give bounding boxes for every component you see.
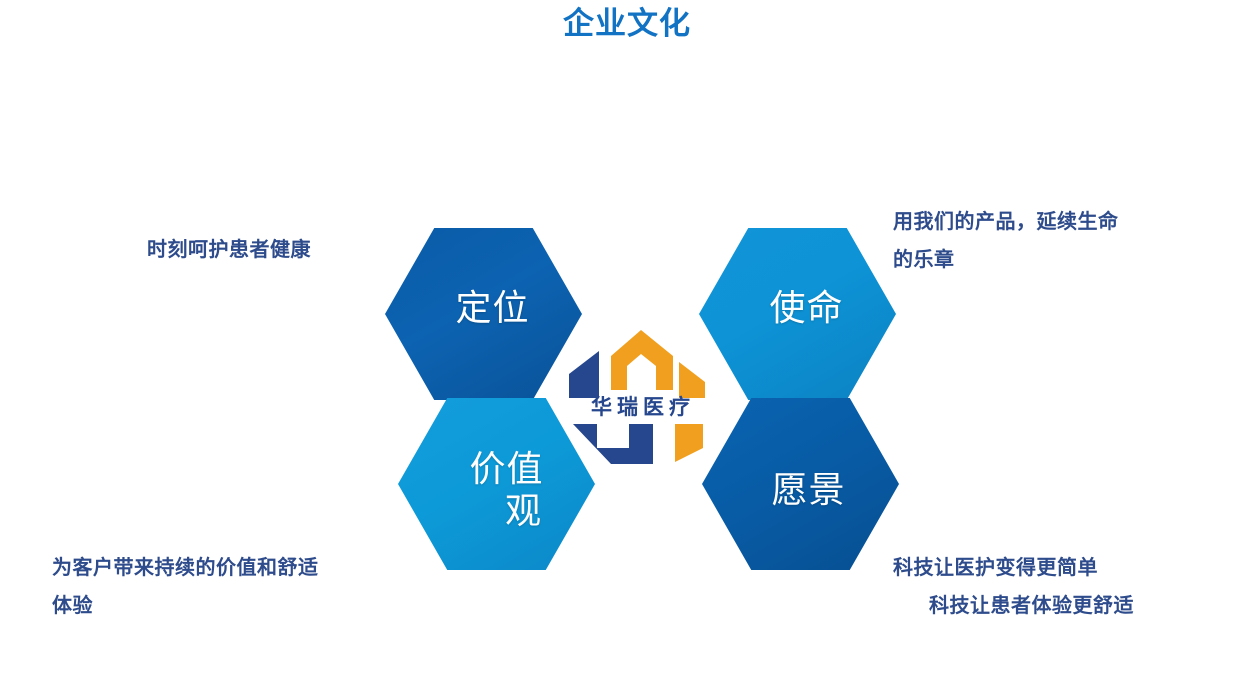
logo-shape-blue-lower-v <box>573 424 653 464</box>
logo-shape-orange-arch <box>611 330 673 390</box>
logo-shape-blue-upper-left <box>569 351 599 398</box>
logo-shape-orange-lower-right <box>675 424 703 462</box>
caption-values: 为客户带来持续的价值和舒适 体验 <box>52 549 432 625</box>
hexagon-vision-label: 愿景 <box>771 469 846 510</box>
page-title: 企业文化 <box>563 6 691 41</box>
caption-position: 时刻呵护患者健康 <box>147 239 311 261</box>
logo-wordmark: 华瑞医疗 <box>591 395 695 419</box>
hexagon-values-label-line1: 价值 <box>469 448 544 489</box>
caption-vision-line1: 科技让医护变得更简单 <box>893 557 1098 579</box>
caption-vision: 科技让医护变得更简单 科技让患者体验更舒适 <box>893 549 1233 625</box>
hexagon-values-label-line2: 观 <box>504 490 542 531</box>
hexagon-mission-label: 使命 <box>769 287 844 328</box>
hexagon-values-label: 价值观 <box>469 448 543 532</box>
caption-values-line1: 为客户带来持续的价值和舒适 <box>52 557 319 579</box>
logo-shape-orange-upper-right <box>679 362 705 398</box>
caption-mission: 用我们的产品，延续生命 的乐章 <box>893 203 1193 279</box>
company-logo: 华瑞医疗 <box>553 318 733 473</box>
company-logo-mark: 华瑞医疗 <box>569 330 705 464</box>
caption-mission-line2: 的乐章 <box>893 249 955 271</box>
hexagon-position-label: 定位 <box>455 287 530 328</box>
caption-values-line2: 体验 <box>52 595 93 617</box>
caption-mission-line1: 用我们的产品，延续生命 <box>893 211 1119 233</box>
caption-vision-line2: 科技让患者体验更舒适 <box>929 595 1134 617</box>
